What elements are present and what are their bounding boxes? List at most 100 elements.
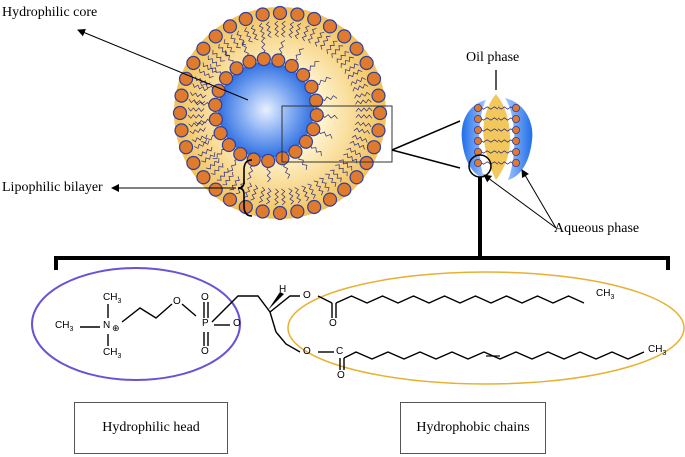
segment-head — [473, 158, 482, 167]
aqueous-arrow-left — [483, 174, 557, 229]
lipid-tail — [319, 177, 330, 192]
lipid-tail — [315, 76, 332, 86]
segment-tail — [497, 117, 515, 121]
zoom-line-bottom — [391, 149, 461, 169]
hydrophilic-core — [218, 62, 314, 158]
bilayer-brace — [237, 159, 253, 217]
outer-lipid-head — [174, 88, 189, 103]
segment-head — [512, 104, 521, 113]
outer-lipid-head — [366, 140, 382, 155]
segment-tail — [497, 161, 515, 165]
inner-lipid-head — [208, 97, 223, 113]
inner-lipid-head — [288, 144, 303, 159]
hydrophobic-chains-ellipse — [287, 271, 685, 385]
lipid-tail — [280, 20, 286, 38]
outer-lipid-head — [222, 19, 238, 34]
inner-lipid-head — [213, 126, 228, 141]
inner-lipid-head — [256, 51, 271, 67]
lipid-tail — [336, 51, 350, 64]
lipid-tail — [343, 153, 358, 164]
lipid-tail — [266, 165, 271, 183]
segment-head — [473, 126, 482, 135]
lipid-tail — [344, 63, 359, 74]
outer-lipid-head — [222, 192, 238, 207]
lipid-tail — [194, 100, 211, 107]
inner-lipid-head — [309, 107, 324, 123]
stereo-wedge — [268, 292, 284, 310]
lipid-tail — [294, 23, 302, 40]
hydrophilic-head-ellipse — [31, 267, 241, 381]
outer-lipid-head — [255, 7, 270, 22]
lipid-tail — [228, 158, 240, 172]
lipid-tail — [318, 129, 333, 139]
oxygen-double-bottom: O — [201, 346, 209, 357]
lipid-tail — [354, 91, 371, 99]
inner-lipid-head — [306, 122, 321, 137]
lipid-tail — [194, 118, 212, 125]
lipid-tail — [350, 77, 366, 86]
lipid-tail — [274, 20, 279, 38]
segment-head — [473, 115, 482, 124]
zoom-line-top — [391, 120, 461, 151]
inner-lipid-head — [261, 153, 276, 169]
segment-tail — [497, 128, 515, 132]
oxygen-carbonyl-lower: O — [337, 370, 345, 381]
lipid-tail — [191, 134, 208, 143]
lipid-tail — [207, 55, 221, 67]
lipid-tail — [329, 169, 342, 183]
methyl-chain-1: CH3 — [596, 288, 615, 301]
inner-lipid-head — [233, 146, 248, 162]
outer-lipid-head — [196, 41, 211, 56]
lipid-tail — [210, 162, 224, 175]
inner-lipid-head — [208, 112, 223, 127]
lipid-heads — [172, 5, 388, 221]
inner-lipid-head — [304, 79, 319, 94]
lipid-tail — [313, 180, 324, 196]
hydrogen-atom: H — [279, 284, 287, 295]
lipid-tail — [187, 114, 205, 119]
oxygen-double-top: O — [201, 292, 209, 303]
lipid-tail — [195, 76, 211, 86]
lipid-tail — [223, 39, 235, 53]
outer-lipid-head — [290, 7, 305, 22]
inner-lipid-head — [295, 67, 311, 83]
lipid-tail — [187, 107, 205, 113]
lipid-tail — [294, 187, 302, 204]
bilayer-segment — [461, 70, 557, 229]
oil-core — [483, 94, 510, 180]
lipid-tail — [199, 81, 214, 91]
oxygen-ester-lower: O — [303, 346, 311, 357]
lipid-tail — [244, 27, 253, 43]
outer-lipid-head — [371, 88, 386, 103]
lipid-tail — [218, 43, 231, 57]
hydrophilic-head-label: Hydrophilic head — [102, 420, 200, 435]
segment-tail — [479, 161, 499, 165]
outer-lipid-head — [255, 204, 270, 219]
lipid-tail — [355, 113, 373, 119]
methyl-top: CH3 — [103, 292, 122, 305]
lipid-tail — [288, 188, 295, 205]
outer-lipid-head — [349, 170, 364, 185]
zoom-box — [281, 105, 393, 163]
core-pointer-arrow — [77, 28, 249, 101]
inner-lipid-head — [284, 58, 299, 74]
methyl-chain-2: CH3 — [648, 344, 667, 357]
lipid-tail — [326, 40, 338, 54]
nitrogen-atom: N — [103, 320, 111, 331]
lipid-tail — [307, 183, 316, 199]
outer-lipid-head — [238, 11, 253, 27]
oxygen-phosphate-right: O — [233, 318, 241, 329]
positive-charge-icon: ⊕ — [112, 323, 120, 333]
lipid-tail — [355, 98, 372, 105]
outer-lipid-head — [322, 192, 338, 207]
lipid-tail — [188, 121, 205, 128]
inner-lipid-head — [218, 71, 234, 86]
phospholipid-structure — [80, 295, 645, 370]
lipid-tail — [351, 134, 368, 143]
lipid-tail — [206, 158, 220, 170]
lipid-tail — [190, 91, 207, 99]
lipid-tail — [261, 37, 266, 55]
outer-lipid-head — [172, 105, 188, 121]
lipid-tail — [243, 182, 253, 198]
